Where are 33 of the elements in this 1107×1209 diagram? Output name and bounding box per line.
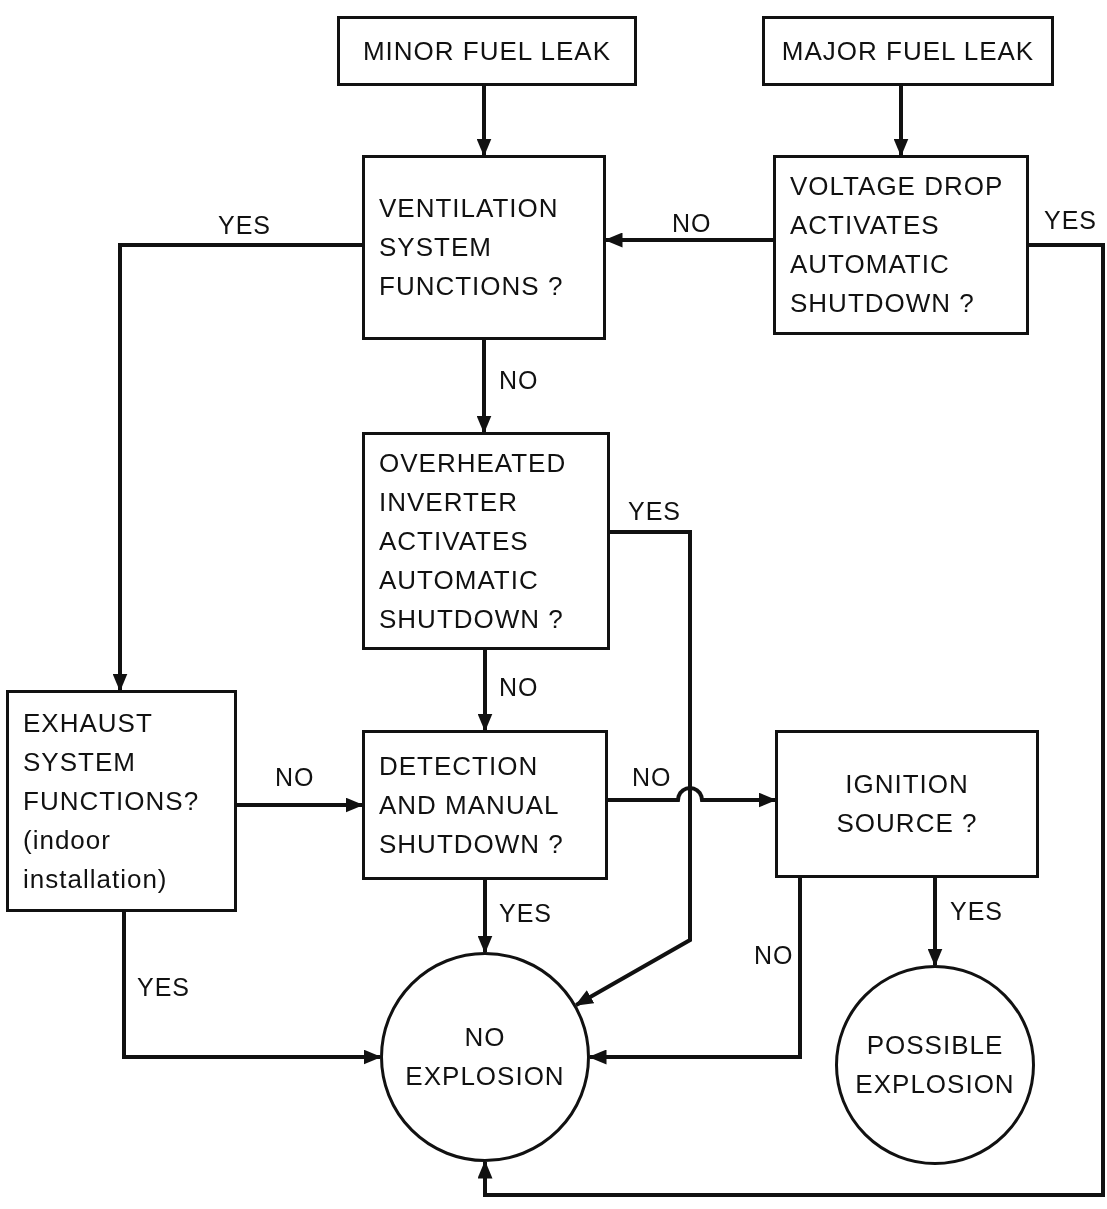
node-text: IGNITION SOURCE ? (835, 768, 979, 840)
process-box (775, 730, 1039, 878)
arrow (893, 86, 909, 157)
arrow (927, 878, 943, 967)
arrow (477, 650, 493, 732)
process-box (337, 16, 637, 86)
node-text: MAJOR FUEL LEAK (781, 34, 1035, 68)
arrow (112, 243, 362, 692)
process-box (362, 730, 608, 880)
arrow (574, 530, 692, 1007)
arrow (237, 797, 364, 813)
node-text: POSSIBLE EXPLOSION (854, 1029, 1016, 1101)
node-text: NO EXPLOSION (404, 1021, 566, 1093)
node-text: OVERHEATED INVERTER ACTIVATES AUTOMATIC SHUTDOWN ? (379, 446, 568, 636)
arrow (122, 912, 382, 1065)
process-box (362, 432, 610, 650)
process-box (362, 155, 606, 340)
process-box (762, 16, 1054, 86)
process-box (773, 155, 1029, 335)
arrow (477, 880, 493, 954)
node-text: EXHAUST SYSTEM FUNCTIONS? (23, 706, 201, 818)
arrow (476, 340, 492, 434)
arrow (588, 878, 802, 1065)
arrow (604, 232, 773, 248)
node-text: VENTILATION SYSTEM FUNCTIONS ? (379, 192, 565, 303)
node-text: DETECTION AND MANUAL SHUTDOWN ? (379, 749, 565, 861)
process-box (6, 690, 237, 912)
arrow (477, 243, 1105, 1197)
node-text: VOLTAGE DROP ACTIVATES AUTOMATIC SHUTDOWN ? (790, 170, 1004, 320)
node-text: (indoor installation) (23, 823, 169, 896)
arrow (476, 86, 492, 157)
arrow (608, 785, 777, 808)
node-text: MINOR FUEL LEAK (362, 34, 612, 68)
